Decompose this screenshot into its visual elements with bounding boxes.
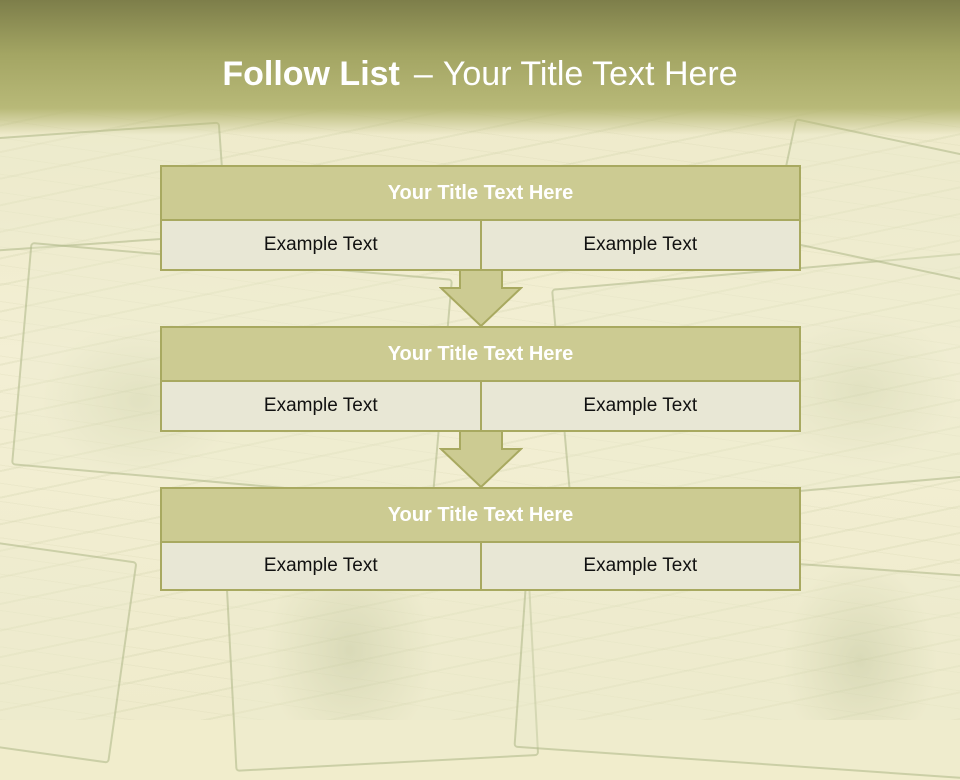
down-arrow-icon [439, 431, 523, 489]
block-row: Example Text Example Text [160, 543, 801, 591]
title-separator: – [413, 55, 433, 93]
block-cell-right[interactable]: Example Text [481, 382, 801, 432]
block-title[interactable]: Your Title Text Here [160, 487, 801, 543]
block-cell-right[interactable]: Example Text [481, 221, 801, 271]
block-row: Example Text Example Text [160, 221, 801, 271]
list-block-2: Your Title Text Here Example Text Exampl… [160, 326, 801, 432]
block-title[interactable]: Your Title Text Here [160, 326, 801, 382]
slide-title: Follow List–Your Title Text Here [0, 55, 960, 94]
title-bold: Follow List [222, 55, 400, 93]
block-cell-left[interactable]: Example Text [160, 543, 482, 591]
title-bar [0, 0, 960, 135]
block-row: Example Text Example Text [160, 382, 801, 432]
list-block-1: Your Title Text Here Example Text Exampl… [160, 165, 801, 271]
block-cell-left[interactable]: Example Text [160, 382, 482, 432]
down-arrow-icon [439, 270, 523, 328]
block-cell-right[interactable]: Example Text [481, 543, 801, 591]
bill-shape [0, 540, 138, 764]
block-cell-left[interactable]: Example Text [160, 221, 482, 271]
title-text: Your Title Text Here [442, 55, 738, 93]
block-title[interactable]: Your Title Text Here [160, 165, 801, 221]
list-block-3: Your Title Text Here Example Text Exampl… [160, 487, 801, 591]
